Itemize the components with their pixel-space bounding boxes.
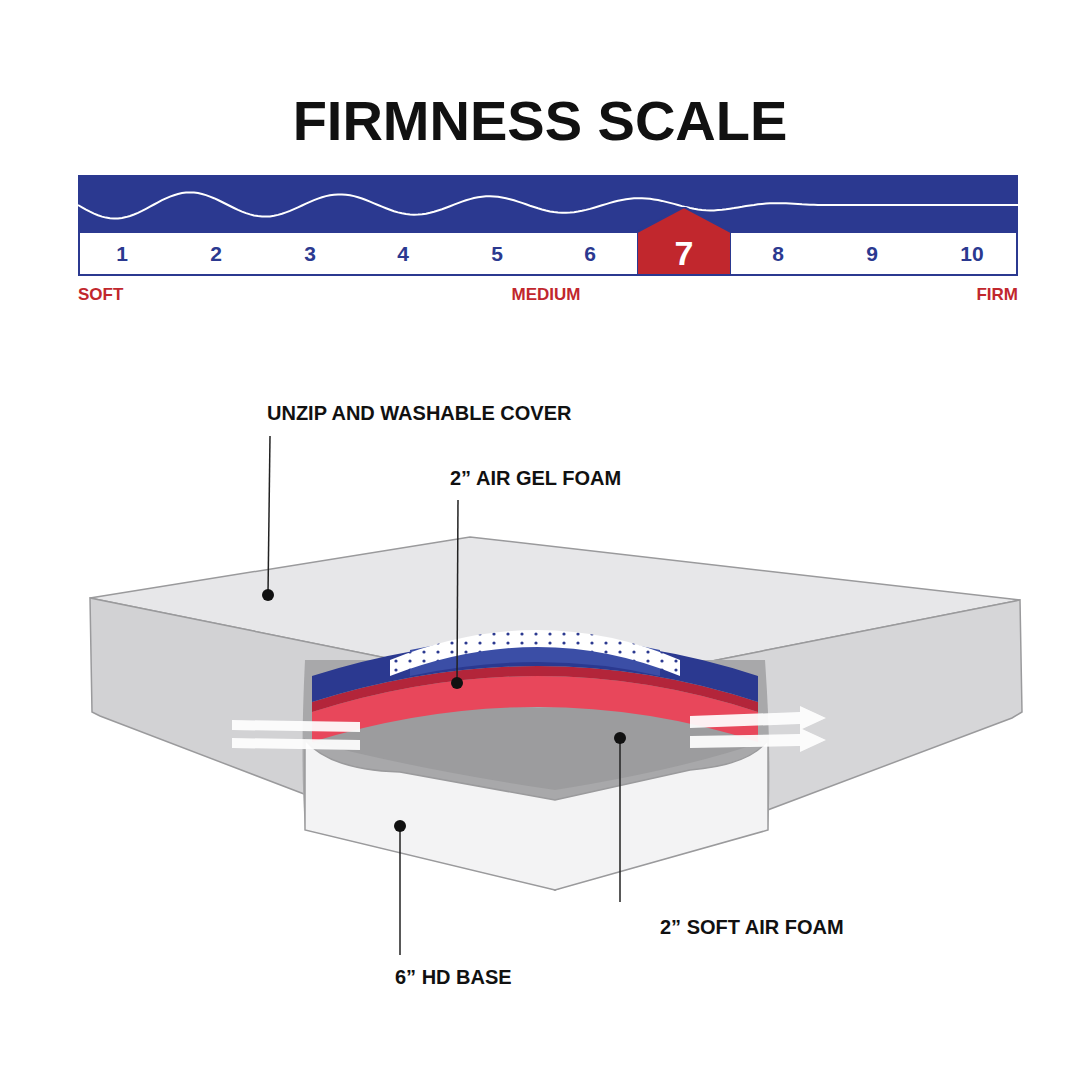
scale-number-band: 123456 8910 7	[78, 231, 1018, 276]
callout-label: 2” SOFT AIR FOAM	[660, 916, 844, 939]
scale-number: 4	[356, 233, 450, 274]
leader-dots	[262, 589, 626, 832]
scale-number: 10	[925, 233, 1019, 274]
scale-number: 6	[543, 233, 637, 274]
scale-number: 2	[169, 233, 263, 274]
scale-band-top	[78, 175, 1018, 233]
scale-number: 3	[263, 233, 357, 274]
scale-end-label: SOFT	[78, 285, 123, 305]
firmness-wave	[78, 192, 1018, 218]
callout-label: UNZIP AND WASHABLE COVER	[267, 402, 571, 425]
scale-number: 8	[731, 233, 825, 274]
selected-firmness-marker: 7	[637, 207, 731, 275]
selected-number: 7	[637, 232, 731, 275]
scale-number: 5	[450, 233, 544, 274]
scale-number: 1	[75, 233, 169, 274]
air-gel-dotted-top	[390, 630, 680, 676]
airflow-arrows	[232, 706, 826, 752]
title: FIRMNESS SCALE	[0, 88, 1080, 153]
scale-end-label: FIRM	[976, 285, 1018, 305]
callout-label: 2” AIR GEL FOAM	[450, 467, 621, 490]
scale-number: 9	[825, 233, 919, 274]
cutaway-interior	[303, 660, 770, 890]
scale-mid-label: MEDIUM	[512, 285, 581, 305]
callout-label: 6” HD BASE	[395, 966, 512, 989]
leader-lines	[268, 436, 620, 955]
